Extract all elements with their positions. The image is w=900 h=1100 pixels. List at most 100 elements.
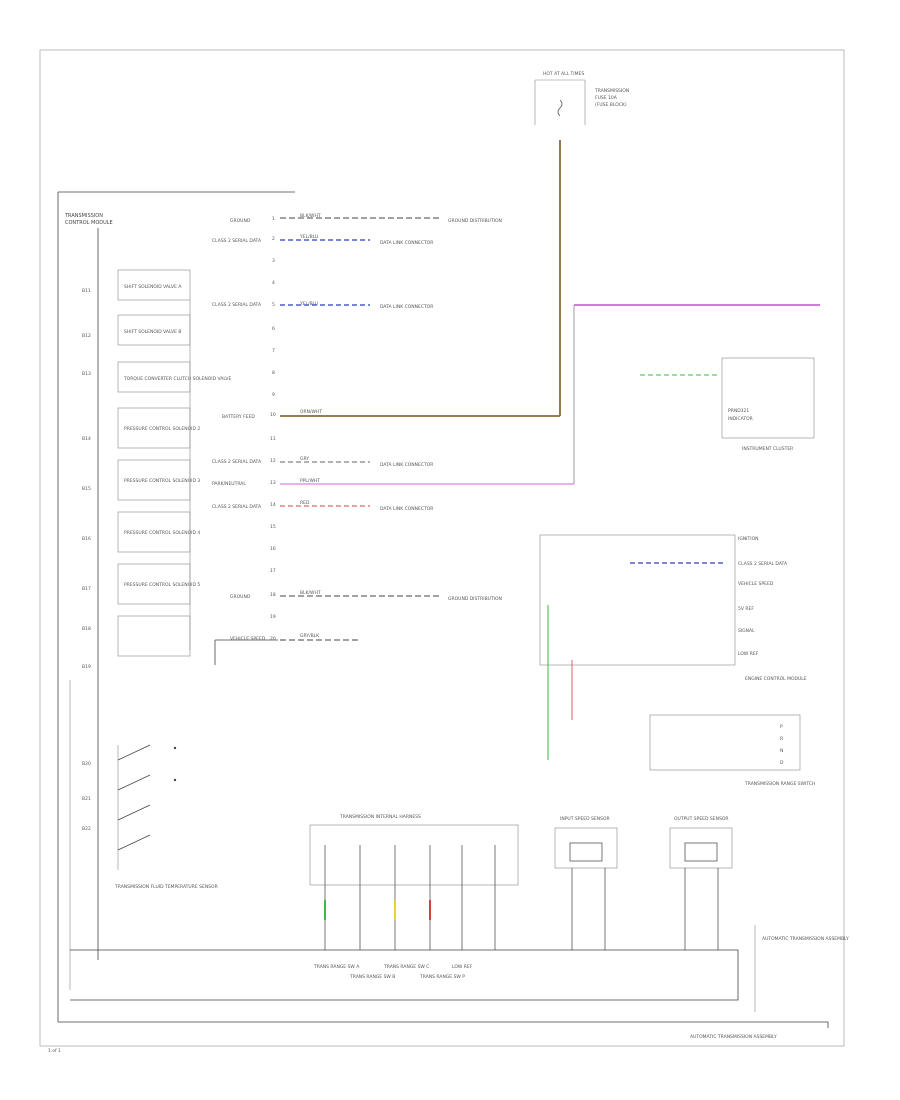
svg-text:3: 3 bbox=[272, 258, 275, 264]
left-pin-10: B20 bbox=[82, 761, 91, 767]
left-pin-5: B15 bbox=[82, 486, 91, 492]
wire-color-2: YEL/BLU bbox=[299, 234, 318, 240]
left-pin-3: B13 bbox=[82, 371, 91, 377]
svg-text:8: 8 bbox=[272, 370, 275, 376]
svg-text:17: 17 bbox=[270, 568, 276, 574]
svg-text:4: 4 bbox=[272, 280, 275, 286]
internal-harness-label: TRANSMISSION INTERNAL HARNESS bbox=[339, 814, 421, 820]
switch-label-a: TRANS RANGE SW A bbox=[313, 964, 360, 970]
svg-text:7: 7 bbox=[272, 348, 275, 354]
range-line-4: D bbox=[780, 760, 784, 766]
wire-color-6: PPL/WHT bbox=[300, 478, 320, 484]
range-line-3: N bbox=[780, 748, 783, 754]
ecm-pin-labels: IGNITION CLASS 2 SERIAL DATA VEHICLE SPE… bbox=[738, 536, 788, 657]
switch-label-low: LOW REF bbox=[452, 964, 473, 970]
left-pin-7: B17 bbox=[82, 586, 91, 592]
left-comp-3: TORQUE CONVERTER CLUTCH SOLENOID VALVE bbox=[123, 376, 231, 382]
left-pin-12: B22 bbox=[82, 826, 91, 832]
svg-text:1: 1 bbox=[272, 216, 275, 222]
range-switch-outline bbox=[649, 714, 801, 771]
left-pin-2: B12 bbox=[82, 333, 91, 339]
switch-label-c: TRANS RANGE SW C bbox=[383, 964, 429, 970]
left-pin-6: B16 bbox=[82, 536, 91, 542]
wire-color-7: RED bbox=[300, 500, 310, 506]
switch-label-p: TRANS RANGE SW P bbox=[419, 974, 465, 980]
wire-color-9: GRY/BLK bbox=[300, 633, 320, 639]
dest-4: DATA LINK CONNECTOR bbox=[380, 462, 433, 468]
input-speed-box bbox=[554, 827, 618, 869]
left-pin-1: B11 bbox=[82, 288, 91, 294]
wire-color-5: GRY bbox=[300, 456, 309, 462]
wire-runs bbox=[280, 140, 820, 641]
instrument-cluster-box bbox=[721, 357, 815, 439]
left-pin-8: B18 bbox=[82, 626, 91, 632]
ecm-outline bbox=[539, 534, 736, 666]
temp-sensor-switches bbox=[69, 680, 177, 990]
assembly-bus bbox=[70, 949, 739, 1001]
left-comp-7: PRESSURE CONTROL SOLENOID 5 bbox=[124, 582, 200, 588]
input-speed-label: INPUT SPEED SENSOR bbox=[560, 816, 610, 822]
output-speed-symbol bbox=[684, 842, 718, 862]
dest-2: DATA LINK CONNECTOR bbox=[380, 240, 433, 246]
cluster-line-2: INDICATOR bbox=[728, 416, 753, 422]
footer-title: AUTOMATIC TRANSMISSION ASSEMBLY bbox=[690, 1034, 777, 1040]
svg-text:13: 13 bbox=[270, 480, 276, 486]
fuse-line-2: FUSE 10A bbox=[595, 95, 618, 101]
range-switch-title: TRANSMISSION RANGE SWITCH bbox=[744, 781, 815, 787]
tcm-signal-5: CLASS 2 SERIAL DATA bbox=[212, 459, 262, 465]
dest-5: DATA LINK CONNECTOR bbox=[380, 506, 433, 512]
svg-text:15: 15 bbox=[270, 524, 276, 530]
fuse-line-1: TRANSMISSION bbox=[594, 88, 629, 94]
tcm-signal-6: PARK/NEUTRAL bbox=[212, 481, 246, 487]
dest-6: GROUND DISTRIBUTION bbox=[448, 596, 502, 602]
cluster-title: INSTRUMENT CLUSTER bbox=[742, 446, 793, 452]
fuse-title: HOT AT ALL TIMES bbox=[543, 71, 584, 77]
svg-text:2: 2 bbox=[272, 236, 275, 242]
left-comp-5: PRESSURE CONTROL SOLENOID 3 bbox=[124, 478, 200, 484]
left-pin-9: B19 bbox=[82, 664, 91, 670]
tcm-signal-labels: GROUND CLASS 2 SERIAL DATA CLASS 2 SERIA… bbox=[212, 218, 266, 642]
temp-sensor-label: TRANSMISSION FLUID TEMPERATURE SENSOR bbox=[114, 884, 218, 890]
left-solenoid-group bbox=[117, 269, 191, 657]
tcm-title-1: TRANSMISSION bbox=[64, 213, 103, 219]
page-marker: 1 of 1 bbox=[48, 1048, 61, 1054]
svg-text:11: 11 bbox=[270, 436, 276, 442]
svg-text:18: 18 bbox=[270, 592, 276, 598]
wire-color-1: BLK/WHT bbox=[300, 213, 321, 219]
svg-text:5: 5 bbox=[272, 302, 275, 308]
tcm-signal-7: CLASS 2 SERIAL DATA bbox=[212, 504, 262, 510]
svg-text:6: 6 bbox=[272, 326, 275, 332]
range-line-2: R bbox=[780, 736, 783, 742]
speed-sensor-leads bbox=[571, 868, 719, 950]
fuse-box-outline bbox=[534, 79, 586, 125]
ecm-line-4: 5V REF bbox=[738, 606, 754, 612]
ecm-line-3: VEHICLE SPEED bbox=[738, 581, 774, 587]
left-comp-2: SHIFT SOLENOID VALVE B bbox=[124, 329, 181, 335]
ecm-line-5: SIGNAL bbox=[738, 628, 755, 634]
range-line-1: P bbox=[780, 724, 783, 730]
svg-text:14: 14 bbox=[270, 502, 276, 508]
tcm-outline bbox=[57, 191, 829, 1028]
dest-3: DATA LINK CONNECTOR bbox=[380, 304, 433, 310]
harness-switch-labels: TRANS RANGE SW A TRANS RANGE SW B TRANS … bbox=[313, 964, 473, 980]
ecm-line-1: IGNITION bbox=[738, 536, 759, 542]
svg-text:9: 9 bbox=[272, 392, 275, 398]
fuse-symbol bbox=[557, 99, 563, 117]
dest-1: GROUND DISTRIBUTION bbox=[448, 218, 502, 224]
tcm-title-2: CONTROL MODULE bbox=[65, 220, 113, 226]
cluster-line-1: PRND321 bbox=[728, 408, 749, 414]
switch-label-b: TRANS RANGE SW B bbox=[349, 974, 395, 980]
wire-color-3: YEL/BLU bbox=[299, 301, 318, 307]
ecm-title: ENGINE CONTROL MODULE bbox=[745, 676, 807, 682]
wire-color-4: ORN/WHT bbox=[300, 409, 322, 415]
tcm-signal-9: VEHICLE SPEED bbox=[230, 636, 266, 642]
ecm-line-6: LOW REF bbox=[738, 651, 759, 657]
left-pin-4: B14 bbox=[82, 436, 91, 442]
left-pin-labels: B11 B12 B13 B14 B15 B16 B17 B18 B19 B20 … bbox=[82, 288, 91, 832]
tcm-signal-3: CLASS 2 SERIAL DATA bbox=[212, 302, 262, 308]
destination-labels: GROUND DISTRIBUTION DATA LINK CONNECTOR … bbox=[380, 218, 502, 602]
range-switch-lines: P R N D bbox=[780, 724, 784, 766]
svg-text:10: 10 bbox=[270, 412, 276, 418]
